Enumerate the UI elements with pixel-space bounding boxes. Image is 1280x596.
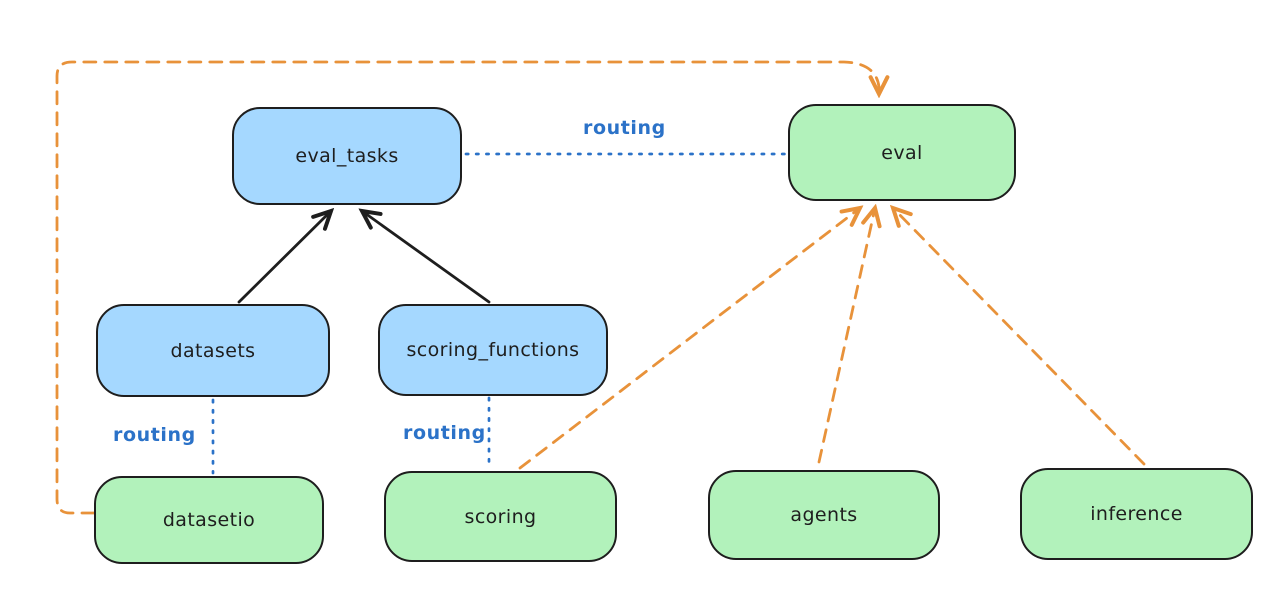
edge-datasetio-to-eval [55,60,879,515]
edge-inference-to-eval [893,208,1146,466]
edge-label-routing-top: routing [583,117,666,139]
node-eval-label: eval [881,141,923,164]
node-datasetio-label: datasetio [162,509,256,531]
node-eval-tasks: eval_tasks [232,107,462,205]
node-scoring-label: scoring [464,505,537,528]
node-inference-label: inference [1090,503,1183,525]
node-agents-label: agents [790,504,858,526]
node-inference: inference [1020,468,1253,560]
node-scoring: scoring [384,471,617,562]
node-datasetio: datasetio [94,476,324,564]
edge-agents-to-eval [817,208,875,464]
edge-label-routing-scoring: routing [403,422,486,444]
node-eval: eval [788,104,1016,201]
node-scoring-functions-label: scoring_functions [406,339,580,361]
edge-label-routing-datasets: routing [113,424,196,446]
edge-scoring-to-eval [518,208,860,470]
node-eval-tasks-label: eval_tasks [295,145,399,167]
node-scoring-functions: scoring_functions [378,304,608,396]
node-agents: agents [708,470,940,560]
edge-scoring-functions-to-eval-tasks [362,211,491,304]
node-datasets: datasets [96,304,330,397]
edge-datasets-to-eval-tasks [237,211,331,304]
node-datasets-label: datasets [170,339,256,362]
